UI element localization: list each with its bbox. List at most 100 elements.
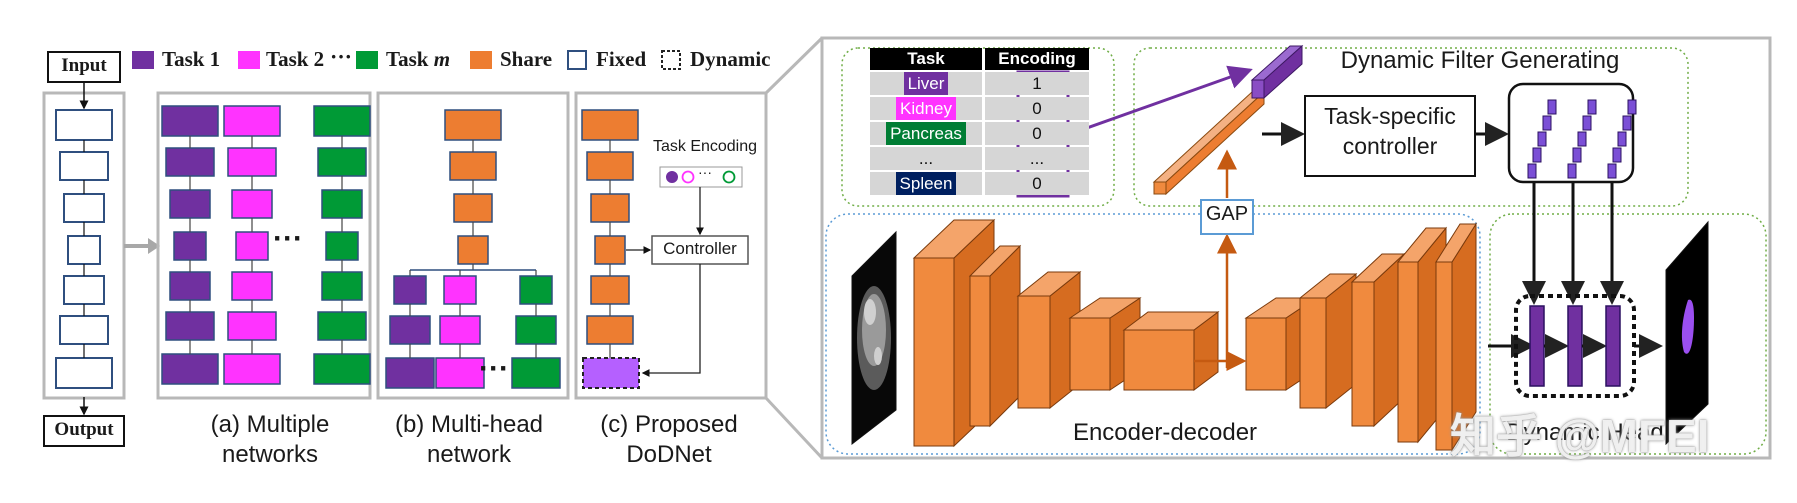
task1-layer xyxy=(165,147,215,177)
dynamic-conv-layer xyxy=(1529,305,1545,387)
legend-label: Task 2 xyxy=(266,47,325,71)
gap-label: GAP xyxy=(1205,203,1249,225)
param-chunk-icon xyxy=(1567,163,1577,179)
shared-layer xyxy=(581,109,639,141)
taskm-layer xyxy=(321,271,363,301)
dynamic-swatch-icon xyxy=(661,50,681,70)
taskm-layer xyxy=(317,147,367,177)
legend-swatch-icon xyxy=(470,51,492,69)
legend-label: Fixed xyxy=(596,47,647,71)
zoom-line-bottom xyxy=(764,396,824,460)
shared-layer xyxy=(590,275,630,305)
table-cell-task: Pancreas xyxy=(870,122,982,145)
table-row xyxy=(870,147,982,170)
head-layer xyxy=(385,357,435,389)
encoding-dot-icon xyxy=(681,170,695,184)
decoder-block-1-front xyxy=(1245,317,1287,391)
table-row xyxy=(985,172,1089,195)
table-cell-encoding: 0 xyxy=(1032,124,1042,143)
encoding-dot-icon xyxy=(722,170,736,184)
fixed-layer xyxy=(55,357,113,389)
table-header-task: Task xyxy=(870,48,982,70)
task2-layer xyxy=(231,189,273,219)
task2-layer xyxy=(223,353,281,385)
shared-layer xyxy=(457,235,489,265)
head-layer xyxy=(439,315,481,345)
param-chunk-icon xyxy=(1617,131,1627,147)
taskm-layer xyxy=(317,311,367,341)
controller-label: Controller xyxy=(663,239,737,258)
legend-label: Share xyxy=(500,47,553,71)
table-cell-task: Liver xyxy=(870,72,982,95)
param-chunk-icon xyxy=(1537,131,1547,147)
fixed-layer xyxy=(67,235,101,265)
table-cell-encoding: ... xyxy=(1029,149,1045,168)
gap-box xyxy=(1200,199,1254,235)
task-name: Liver xyxy=(903,72,949,95)
task-name: Kidney xyxy=(896,97,956,120)
fixed-layer xyxy=(63,193,105,223)
fixed-swatch-icon xyxy=(567,50,587,70)
liver-mask xyxy=(1681,299,1694,354)
dynamic-conv-layer xyxy=(1605,305,1621,387)
feature-bar-front xyxy=(1153,181,1167,195)
legend-label: Task 1 xyxy=(162,47,221,71)
legend-ellipsis: ··· xyxy=(330,44,353,69)
decoder-block-5-front xyxy=(1435,261,1453,451)
table-cell-task: Kidney xyxy=(870,97,982,120)
shared-layer xyxy=(453,193,493,223)
head-layer xyxy=(443,275,477,305)
head-layer xyxy=(393,275,427,305)
dynamic-head-label: Dynamic Head xyxy=(1506,419,1664,446)
output-box xyxy=(43,415,125,447)
param-chunk-icon xyxy=(1547,99,1557,115)
legend-label: Task m xyxy=(386,47,451,71)
task1-layer xyxy=(169,271,211,301)
param-chunk-icon xyxy=(1532,147,1542,163)
table-cell-encoding: 1 xyxy=(1032,74,1042,93)
dynamic-head-region xyxy=(1489,213,1767,455)
output-label: Output xyxy=(54,419,114,440)
main-panel xyxy=(820,36,1772,460)
table-row xyxy=(985,122,1089,145)
task-name: Pancreas xyxy=(886,122,966,145)
task1-layer xyxy=(161,353,219,385)
task2-layer xyxy=(223,105,281,137)
task-name: Spleen xyxy=(895,172,957,195)
zoom-line-top xyxy=(764,36,824,95)
encoding-to-feature-arrow xyxy=(1069,65,1253,136)
caption-a: (a) Multiple networks xyxy=(210,411,330,468)
task2-layer xyxy=(227,311,277,341)
panel-a-ellipsis: ··· xyxy=(273,222,303,255)
table-row xyxy=(985,72,1089,95)
taskm-layer xyxy=(321,189,363,219)
taskm-layer xyxy=(325,231,359,261)
encoder-block-2-front xyxy=(969,275,991,427)
panel-a xyxy=(156,91,372,400)
task-specific-controller-box xyxy=(1304,95,1476,177)
encoder-block-2-side xyxy=(989,244,1021,428)
task1-layer xyxy=(173,231,207,261)
task2-layer xyxy=(235,231,269,261)
shared-layer xyxy=(590,193,630,223)
table-row xyxy=(985,97,1089,120)
table-cell-task: Spleen xyxy=(870,172,982,195)
shared-layer xyxy=(586,151,634,181)
param-chunk-icon xyxy=(1612,147,1622,163)
feature-bar-top xyxy=(1152,91,1266,183)
head-layer xyxy=(515,315,557,345)
encoder-decoder-region xyxy=(825,213,1481,455)
head-layer xyxy=(389,315,431,345)
legend-swatch-icon xyxy=(356,51,378,69)
legend-swatch-icon xyxy=(132,51,154,69)
dynamic-filter-title: Dynamic Filter Generating xyxy=(1340,47,1620,74)
fixed-layer xyxy=(59,315,109,345)
table-cell-task: ... xyxy=(870,147,982,170)
param-chunk-icon xyxy=(1582,115,1592,131)
expand-arrowhead xyxy=(148,238,160,254)
shared-layer xyxy=(449,151,497,181)
param-chunk-icon xyxy=(1542,115,1552,131)
legend-swatch-icon xyxy=(238,51,260,69)
fixed-layer xyxy=(63,275,105,305)
task-encoding-box xyxy=(659,166,743,188)
